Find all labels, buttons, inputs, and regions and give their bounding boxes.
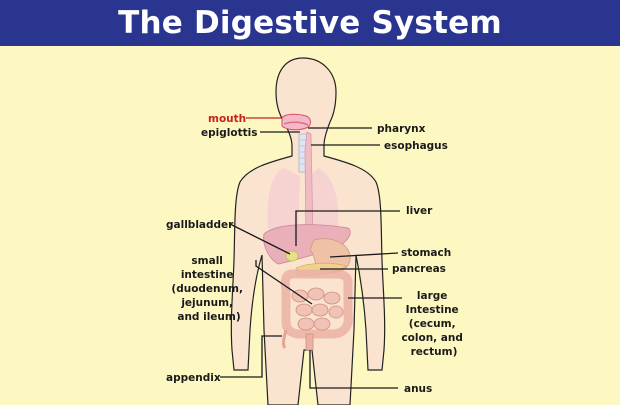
tongue [283, 121, 309, 126]
label-small-intestine: small intestine (duodenum, jejunum, and … [171, 255, 246, 323]
gallbladder-leader [229, 223, 291, 255]
small-intestine-organ [291, 287, 344, 331]
label-anus: anus [404, 383, 432, 395]
stomach-leader [329, 252, 399, 258]
label-stomach: stomach [401, 247, 451, 259]
label-appendix: appendix [166, 372, 221, 384]
anus-leader [309, 350, 398, 389]
liver-leader [295, 210, 400, 246]
label-pancreas: pancreas [392, 263, 446, 275]
label-pharynx: pharynx [377, 123, 426, 135]
label-liver: liver [406, 205, 433, 217]
left-lung [267, 168, 300, 232]
appendix-organ [281, 329, 288, 349]
label-gallbladder: gallbladder [166, 219, 234, 231]
title-banner: The Digestive System [0, 0, 620, 46]
page-title: The Digestive System [118, 5, 502, 41]
large-intestine-organ [280, 269, 353, 339]
label-large-intestine: large Intestine (cecum, colon, and rectu… [401, 290, 466, 358]
rectum-organ [305, 333, 314, 351]
label-epiglottis: epiglottis [201, 127, 257, 139]
label-esophagus: esophagus [384, 140, 448, 152]
right-lung [310, 168, 339, 232]
appendix-leader [220, 335, 282, 378]
label-mouth: mouth [208, 113, 246, 125]
small-intestine-leader [255, 260, 313, 305]
